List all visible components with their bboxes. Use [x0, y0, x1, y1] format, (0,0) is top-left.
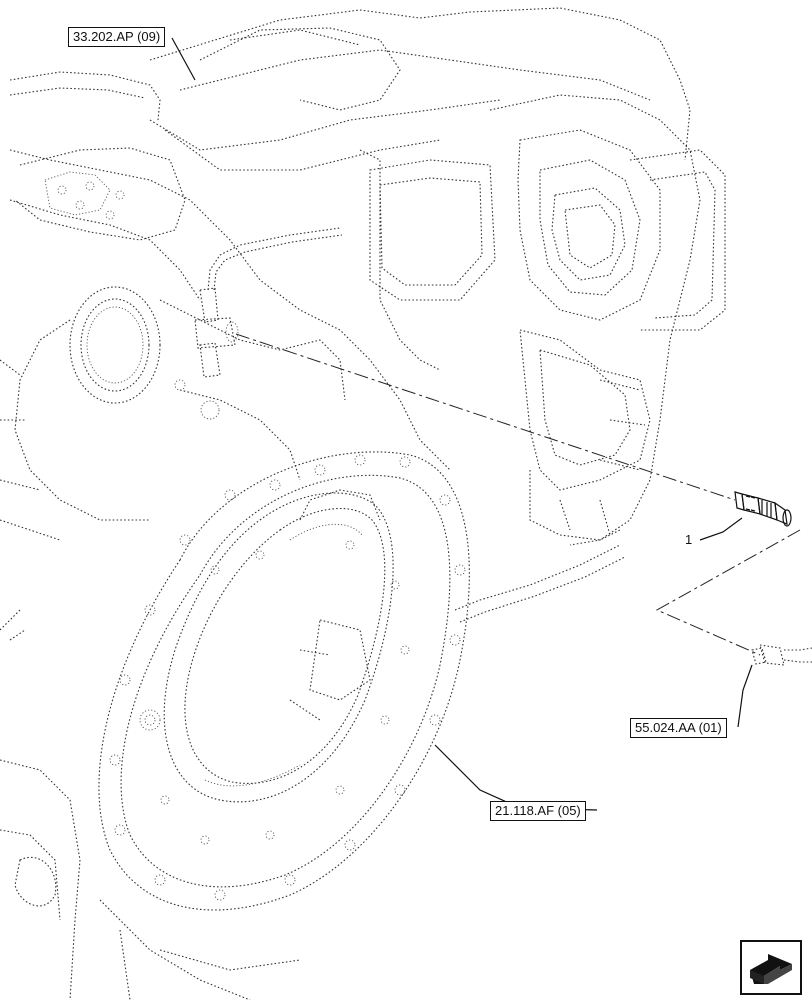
item-number-label[interactable]: 1: [685, 532, 693, 547]
next-page-arrow-icon[interactable]: [740, 940, 802, 995]
lower-housing: [0, 609, 301, 1000]
oil-pipe-outer: [459, 556, 626, 623]
reference-callout-33-202-ap[interactable]: 33.202.AP (09): [68, 27, 166, 47]
assembly-line-connector: [655, 529, 801, 656]
assembly-line-sensor: [235, 333, 736, 501]
hydraulic-tee-fitting: [194, 227, 343, 378]
leader-lines: [171, 37, 753, 811]
reference-callout-21-118-af[interactable]: 21.118.AF (05): [490, 801, 586, 821]
harness-connector: [751, 644, 812, 666]
oil-pipe: [454, 544, 621, 611]
pressure-switch: [734, 491, 792, 527]
bell-housing-flange: [98, 451, 470, 911]
transmission-housing: [0, 7, 726, 546]
reference-callout-55-024-aa[interactable]: 55.024.AA (01): [630, 718, 727, 738]
